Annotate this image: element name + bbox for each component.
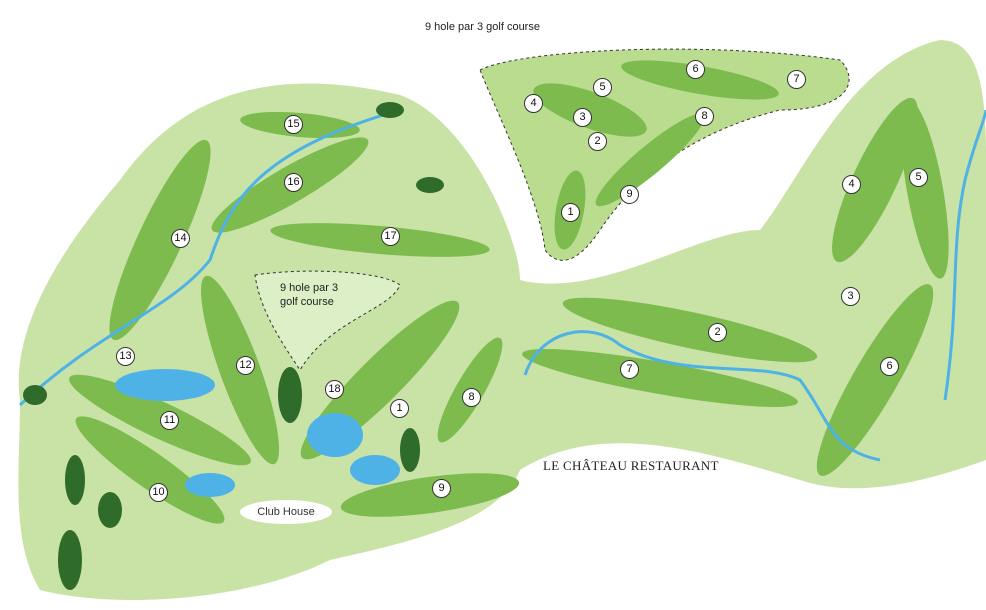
- hole-11[interactable]: 11: [160, 411, 179, 430]
- creek: [523, 330, 881, 462]
- hole-2[interactable]: 2: [708, 323, 727, 342]
- par3-hole-6[interactable]: 6: [686, 60, 705, 79]
- par3-hole-5[interactable]: 5: [593, 78, 612, 97]
- par3-hole-1[interactable]: 1: [561, 203, 580, 222]
- club-house-label: Club House: [240, 500, 332, 524]
- hole-18[interactable]: 18: [325, 380, 344, 399]
- hole-6[interactable]: 6: [880, 357, 899, 376]
- par3-mid-title-line1: 9 hole par 3: [280, 282, 339, 294]
- par3-hole-7[interactable]: 7: [787, 70, 806, 89]
- restaurant-label: LE CHÂTEAU RESTAURANT: [543, 458, 719, 473]
- hole-8[interactable]: 8: [462, 388, 481, 407]
- par3-top-title: 9 hole par 3 golf course: [425, 21, 540, 33]
- creek-east: [943, 109, 986, 401]
- hole-9[interactable]: 9: [432, 479, 451, 498]
- par3-hole-9[interactable]: 9: [620, 185, 639, 204]
- hole-16[interactable]: 16: [284, 173, 303, 192]
- par3-mid-area: [254, 270, 401, 371]
- river: [18, 108, 401, 407]
- hole-10[interactable]: 10: [149, 483, 168, 502]
- par3-hole-4[interactable]: 4: [524, 94, 543, 113]
- hole-4[interactable]: 4: [842, 175, 861, 194]
- water-hazards: [115, 369, 400, 497]
- par3-mid-title-line2: golf course: [280, 296, 334, 308]
- hole-14[interactable]: 14: [171, 229, 190, 248]
- main-course-area: [18, 40, 986, 600]
- par3-hole-2[interactable]: 2: [588, 132, 607, 151]
- hole-17[interactable]: 17: [381, 227, 400, 246]
- hole-5[interactable]: 5: [909, 168, 928, 187]
- hole-7[interactable]: 7: [620, 360, 639, 379]
- hole-13[interactable]: 13: [116, 347, 135, 366]
- hole-3[interactable]: 3: [841, 287, 860, 306]
- hole-1[interactable]: 1: [390, 399, 409, 418]
- par3-hole-8[interactable]: 8: [695, 107, 714, 126]
- hole-15[interactable]: 15: [284, 115, 303, 134]
- trees: [23, 102, 444, 590]
- hole-12[interactable]: 12: [236, 356, 255, 375]
- par3-hole-3[interactable]: 3: [573, 108, 592, 127]
